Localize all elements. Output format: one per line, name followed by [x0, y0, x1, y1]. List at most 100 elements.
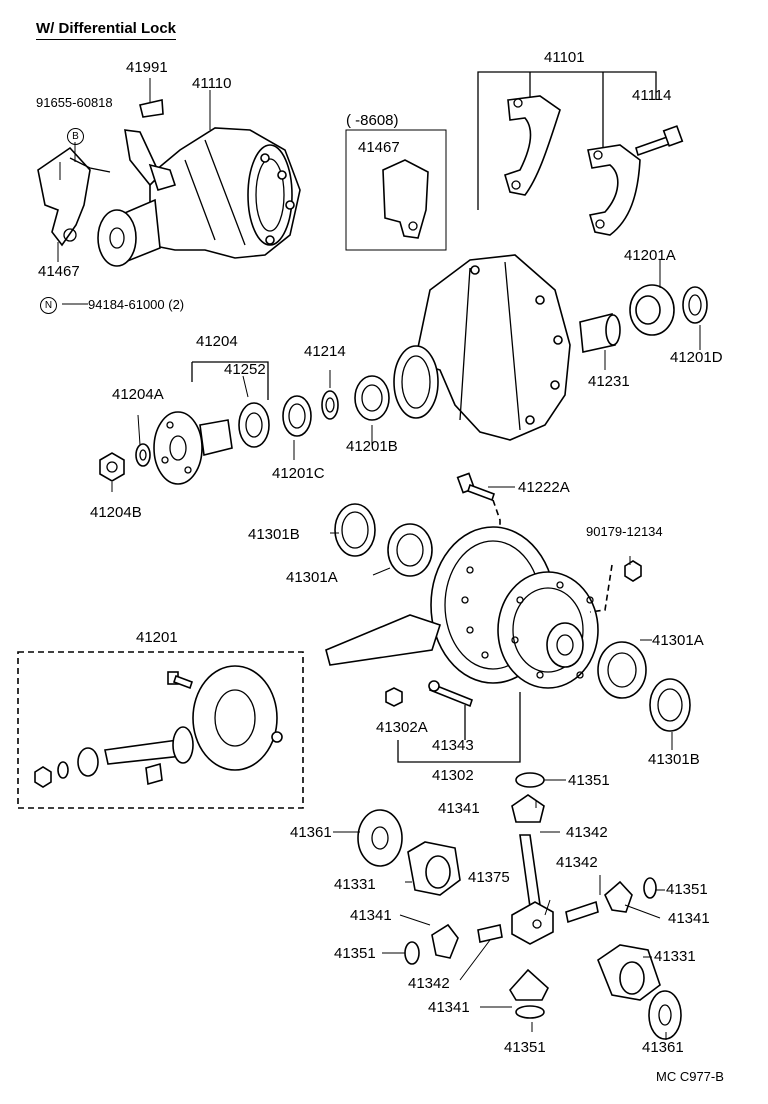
- part-41342-label-b: 41342: [556, 854, 598, 871]
- part-41351-label-c: 41351: [334, 945, 376, 962]
- nut-icon: [271, 731, 283, 743]
- bearing-cap-icon: [587, 144, 641, 236]
- part-41302-label: 41302: [432, 767, 474, 784]
- oil-seal-icon: [238, 402, 270, 448]
- bearing-icon: [77, 747, 99, 777]
- part-41351-label-a: 41351: [568, 772, 610, 789]
- bracket-icon: [124, 129, 177, 191]
- differential-case-icon: [325, 571, 599, 689]
- part-41222A-label: 41222A: [518, 479, 570, 496]
- thrust-washer-icon: [515, 1005, 545, 1019]
- washer-icon: [57, 761, 69, 779]
- part-41361-label-a: 41361: [290, 824, 332, 841]
- nut-icon: [624, 560, 642, 582]
- part-41201B-label: 41201B: [346, 438, 398, 455]
- part-41341-label-c: 41341: [668, 910, 710, 927]
- part-41201C-label: 41201C: [272, 465, 325, 482]
- thrust-washer-icon: [404, 941, 420, 965]
- mark-n-wrap: N: [40, 297, 61, 314]
- lock-pin-icon: [477, 924, 503, 943]
- mark-n: N: [40, 297, 57, 314]
- part-41342-label-c: 41342: [408, 975, 450, 992]
- part-41302A-label: 41302A: [376, 719, 428, 736]
- part-41114-label: 41114: [632, 87, 672, 104]
- serial-range-label: ( -8608): [346, 112, 399, 129]
- companion-flange-icon: [153, 411, 233, 485]
- part-41204A-label: 41204A: [112, 386, 164, 403]
- lock-pin-icon: [565, 900, 599, 924]
- part-41201A-label-a: 41201A: [624, 247, 676, 264]
- washer-icon: [135, 443, 151, 467]
- spider-block-icon: [511, 901, 554, 945]
- part-41301B-label-b: 41301B: [648, 751, 700, 768]
- mark-b-wrap: B: [67, 128, 88, 145]
- pinion-gear-icon: [431, 923, 459, 959]
- pinion-shaft-icon: [519, 834, 541, 908]
- bearing-icon: [282, 395, 312, 437]
- companion-flange-icon: [97, 198, 161, 267]
- part-41361-label-b: 41361: [642, 1039, 684, 1056]
- part-41214-label: 41214: [304, 343, 346, 360]
- part-41343-label: 41343: [432, 737, 474, 754]
- oil-seal-icon: [649, 678, 691, 732]
- part-41101-label: 41101: [544, 49, 585, 66]
- part-41991-label: 41991: [126, 59, 168, 76]
- part-41375-label: 41375: [468, 869, 510, 886]
- pinion-gear-icon: [604, 880, 633, 913]
- spacer-icon: [579, 312, 621, 353]
- spacer-icon: [145, 762, 163, 786]
- bearing-icon: [629, 284, 675, 336]
- drive-pinion-icon: [104, 726, 194, 765]
- oil-seal-icon: [334, 503, 376, 557]
- part-41351-label-b: 41351: [666, 881, 708, 898]
- ring-gear-icon: [192, 665, 278, 771]
- part-41231-label: 41231: [588, 373, 630, 390]
- figure-code: MC C977-B: [656, 1069, 724, 1084]
- side-gear-icon: [597, 944, 661, 1001]
- part-41467-label-a: 41467: [38, 263, 80, 280]
- part-41301A-label-b: 41301A: [652, 632, 704, 649]
- nut-icon: [34, 766, 52, 788]
- nut-icon: [385, 687, 403, 707]
- part-41301B-label-a: 41301B: [248, 526, 300, 543]
- part-41204B-label: 41204B: [90, 504, 142, 521]
- part-94184-label: 94184-61000 (2): [88, 297, 185, 312]
- oil-seal-icon: [682, 286, 708, 324]
- side-gear-icon: [407, 841, 461, 896]
- bolt-icon: [167, 671, 194, 690]
- part-41342-label-a: 41342: [566, 824, 608, 841]
- nut-icon: [99, 452, 125, 482]
- part-41341-label-a: 41341: [438, 800, 480, 817]
- spacer-icon: [321, 390, 339, 420]
- carrier-housing-icon: [149, 127, 301, 259]
- bearing-icon: [354, 375, 390, 421]
- part-41351-label-d: 41351: [504, 1039, 546, 1056]
- part-41341-label-b: 41341: [350, 907, 392, 924]
- part-41341-label-d: 41341: [428, 999, 470, 1016]
- bearing-icon: [597, 641, 647, 699]
- part-91655-label: 91655-60818: [36, 95, 113, 110]
- bearing-cap-icon: [504, 95, 561, 196]
- mark-b: B: [67, 128, 84, 145]
- carrier-housing-icon: [393, 254, 571, 441]
- part-41331-label-b: 41331: [654, 948, 696, 965]
- part-41201D-label: 41201D: [670, 349, 723, 366]
- diagram-title: W/ Differential Lock: [36, 20, 177, 40]
- bolt-icon: [635, 125, 684, 157]
- part-41331-label-a: 41331: [334, 876, 376, 893]
- part-41110-label: 41110: [192, 75, 232, 92]
- part-41467-label-b: 41467: [358, 139, 400, 156]
- pinion-shaft-icon: [428, 680, 473, 708]
- part-41252-label: 41252: [224, 361, 266, 378]
- spacer-icon: [139, 99, 164, 118]
- part-90179-label: 90179-12134: [586, 524, 663, 539]
- part-41204-label: 41204: [196, 333, 238, 350]
- pinion-gear-icon: [511, 794, 545, 823]
- bolt-icon: [456, 472, 496, 502]
- part-41201-label: 41201: [136, 629, 178, 646]
- pinion-gear-icon: [509, 968, 549, 1001]
- thrust-washer-icon: [648, 990, 682, 1040]
- bracket-icon: [37, 146, 111, 247]
